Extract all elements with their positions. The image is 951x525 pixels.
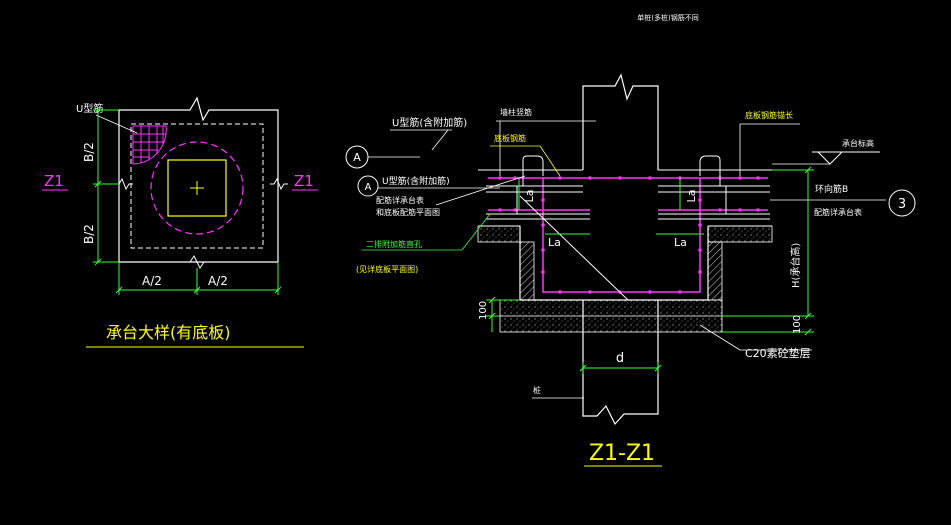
section-column xyxy=(582,73,659,170)
pile-cap-note-2: 和底板配筋平面图 xyxy=(376,207,440,217)
la-label-1: La xyxy=(523,190,536,203)
c20-cushion-label: C20素砼垫层 xyxy=(745,346,811,360)
slab-rebar-lines xyxy=(486,155,770,220)
h-label: H(承台高) xyxy=(789,243,802,288)
plan-pile-circle xyxy=(150,141,244,235)
bottom-rebar-anchor-label: 底板钢筋锚长 xyxy=(745,110,793,120)
dim-a-half-left: A/2 xyxy=(142,274,162,288)
la-label-3: La xyxy=(685,190,698,203)
pile-cap-note-1: 配筋详承台表 xyxy=(376,195,424,205)
callout-3-text: 3 xyxy=(898,197,906,212)
dim-100-right: 100 xyxy=(792,315,803,334)
section-mark-left: Z1 xyxy=(44,172,64,190)
la-label-2: La xyxy=(548,236,561,249)
dim-a-half-right: A/2 xyxy=(208,274,228,288)
dim-100-left: 100 xyxy=(478,301,489,320)
elevation-label: 承台标高 xyxy=(842,138,874,148)
dim-b-half-top: B/2 xyxy=(82,142,96,162)
plan-title: 承台大样(有底板) xyxy=(106,323,231,342)
dim-100-left-lines xyxy=(486,296,520,332)
extra-bar-label-2: (见详底板平面图) xyxy=(356,264,418,274)
column-rebar-note: 墙柱竖筋 xyxy=(500,107,532,117)
diagonal-rebar xyxy=(519,195,629,301)
callout-a-lower-text: A xyxy=(365,182,372,193)
u-bar-upper-label: U型筋(含附加筋) xyxy=(392,116,467,129)
pile xyxy=(582,300,659,426)
top-note: 单桩(多桩)钢筋不同 xyxy=(637,13,698,22)
slab-cushion-left xyxy=(477,225,521,243)
dim-d: d xyxy=(616,351,624,366)
plan-view: Z1 Z1 U型筋 B/2 B/2 A/2 xyxy=(42,96,318,348)
la-dims xyxy=(518,178,704,235)
bottom-plate-rebar-label: 底板钢筋 xyxy=(494,133,526,143)
section-view: La La La La U型筋(含附加筋) A U型筋(含附加筋) A 配筋详承… xyxy=(345,73,916,467)
plan-dim-vertical xyxy=(93,106,119,266)
plan-dim-horizontal xyxy=(115,262,282,295)
ring-bar-label: 环向筋B xyxy=(815,183,848,195)
la-label-4: La xyxy=(674,236,687,249)
plan-column xyxy=(167,159,227,217)
ring-bar-note: 配筋详承台表 xyxy=(814,207,862,217)
plan-outer-outline xyxy=(118,96,279,263)
plan-cut-right xyxy=(270,177,288,191)
d-dim xyxy=(579,362,662,374)
callout-a-lower xyxy=(357,175,379,197)
pit-wall-left xyxy=(519,241,535,301)
u-bar-lower-label: U型筋(含附加筋) xyxy=(382,175,450,187)
elevation-symbol xyxy=(812,151,880,165)
callout-a-upper-text: A xyxy=(353,151,361,164)
callout-3 xyxy=(888,189,916,217)
pit-wall-right xyxy=(707,241,723,301)
extra-bar-label-1: 二排附加筋直孔 xyxy=(366,239,422,249)
section-title: Z1-Z1 xyxy=(589,441,655,466)
pile-label: 桩 xyxy=(533,385,541,395)
plan-rebar-mesh xyxy=(132,125,167,165)
dim-b-half-bottom: B/2 xyxy=(82,224,96,244)
slab-cushion-right xyxy=(707,225,773,243)
h-dim xyxy=(722,166,814,336)
section-mark-right: Z1 xyxy=(294,172,314,190)
rebar-dots xyxy=(498,176,760,294)
plan-inner-dashed xyxy=(130,123,264,249)
